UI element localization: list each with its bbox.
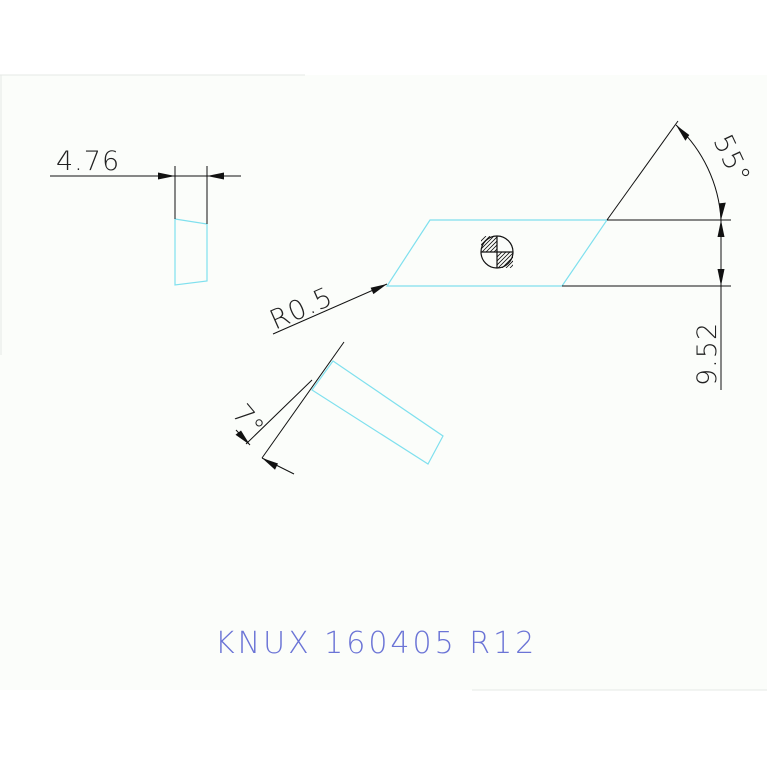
clearance-extension-line-a <box>261 341 345 459</box>
height-dimension-label: 9.52 <box>692 322 723 386</box>
center-hole-symbol <box>480 235 514 269</box>
height-arrow-bottom <box>717 269 725 286</box>
side-view: 4.76 <box>50 146 241 286</box>
thickness-arrow-right <box>207 172 224 180</box>
clearance-arrow-upper-tail <box>235 429 251 446</box>
thickness-dimension-label: 4.76 <box>56 146 120 177</box>
height-arrow-top <box>717 220 725 237</box>
clearance-arrow-lower-tail <box>261 457 295 475</box>
angle-arrow-top <box>676 125 690 141</box>
angle-extension-upper-edge <box>606 120 679 221</box>
thickness-arrow-left <box>158 172 175 180</box>
paper-background <box>0 75 767 690</box>
radius-leader-line <box>272 283 388 335</box>
angle-arrow-bottom <box>718 202 726 220</box>
clearance-extension-line-b <box>245 379 313 445</box>
drawing-title: KNUX 160405 R12 <box>215 626 537 661</box>
section-view-insert-outline <box>311 360 444 465</box>
clearance-arrow-lower <box>262 458 278 470</box>
radius-leader-arrow <box>370 284 387 295</box>
side-view-insert-outline <box>174 218 208 286</box>
